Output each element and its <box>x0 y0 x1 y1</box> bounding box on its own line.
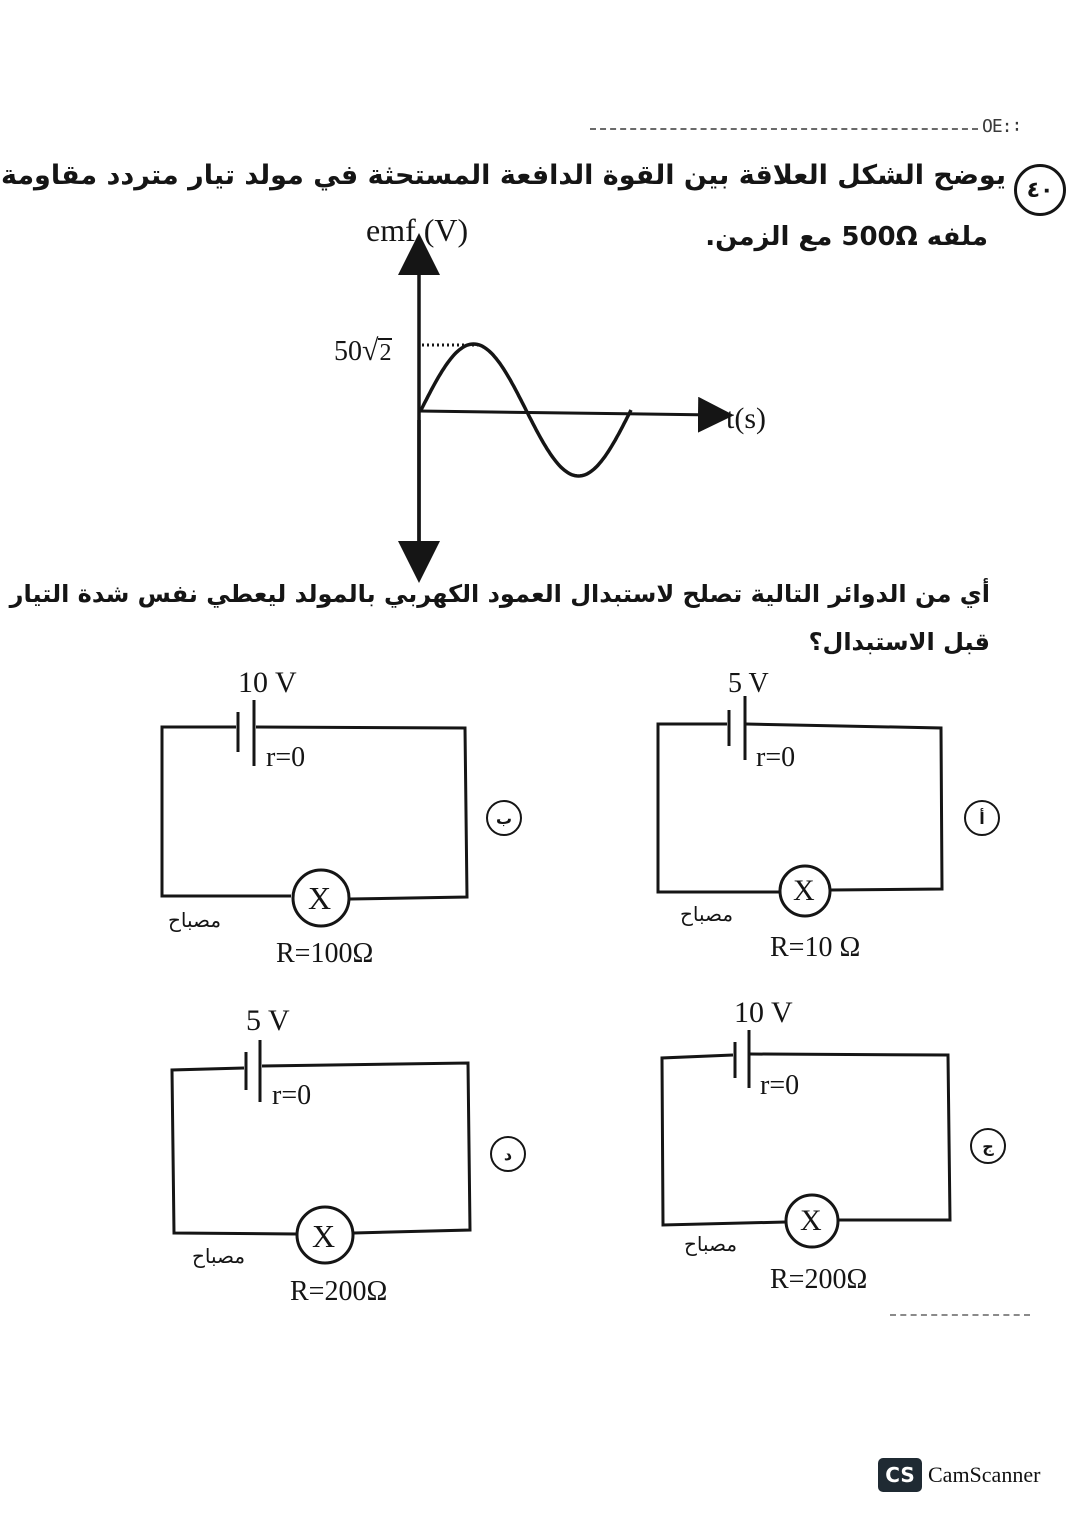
circuit-c <box>660 1030 952 1249</box>
camscanner-brand: CamScanner <box>928 1462 1041 1487</box>
circuit-d-lamp-symbol: X <box>312 1218 336 1254</box>
option-b-marker: ب <box>486 800 522 836</box>
circuit-c-lamp-label: مصباح <box>684 1232 738 1256</box>
question-line-2: ملفه 500Ω مع الزمن. <box>705 222 988 252</box>
question-line-1: يوضح الشكل العلاقة بين القوة الدافعة الم… <box>0 160 1006 191</box>
circuit-b-voltage: 10 V <box>238 666 297 699</box>
x-axis <box>418 396 734 433</box>
circuit-b-resistance: R=100Ω <box>276 938 374 969</box>
camscanner-badge: CS <box>878 1458 922 1492</box>
circuit-c-voltage: 10 V <box>734 996 793 1029</box>
circuit-d-resistance: R=200Ω <box>290 1276 388 1307</box>
circuit-b-internal-resistance: r=0 <box>266 742 306 773</box>
circuit-d <box>170 1040 472 1265</box>
graph-peak-label: 50√2 <box>334 334 393 368</box>
circuit-d-voltage: 5 V <box>246 1004 290 1037</box>
question-number: ٤٠ <box>1014 164 1066 216</box>
circuit-b-lamp-label: مصباح <box>168 908 222 932</box>
circuit-d-internal-resistance: r=0 <box>272 1080 312 1111</box>
circuit-a-resistance: R=10 Ω <box>770 932 861 963</box>
circuit-a-lamp-symbol: X <box>793 874 815 907</box>
circuit-c-internal-resistance: r=0 <box>760 1070 800 1101</box>
circuit-c-lamp-symbol: X <box>800 1204 822 1237</box>
circuit-b-lamp-symbol: X <box>308 880 332 916</box>
option-a-marker: أ <box>964 800 1000 836</box>
option-c-marker: ج <box>970 1128 1006 1164</box>
bottom-rule <box>890 1314 1030 1316</box>
circuit-c-resistance: R=200Ω <box>770 1264 868 1295</box>
prompt-line-1: أي من الدوائر التالية تصلح لاستبدال العم… <box>9 580 990 608</box>
peak-radicand: 2 <box>378 338 393 366</box>
circuit-a-lamp-label: مصباح <box>680 902 734 926</box>
emf-sine-curve <box>419 342 633 478</box>
top-rule <box>590 128 978 130</box>
circuit-d-lamp-label: مصباح <box>192 1244 246 1268</box>
radical-sign: √ <box>362 334 379 367</box>
circuit-a <box>656 696 944 918</box>
prompt-line-2: قبل الاستبدال؟ <box>808 628 990 656</box>
circuit-a-voltage: 5 V <box>728 668 769 699</box>
emf-graph <box>398 233 734 583</box>
peak-coefficient: 50 <box>334 336 362 367</box>
corner-mark: OE:∶ <box>982 116 1022 137</box>
circuit-a-internal-resistance: r=0 <box>756 742 796 773</box>
option-d-marker: د <box>490 1136 526 1172</box>
circuit-b <box>160 700 469 928</box>
